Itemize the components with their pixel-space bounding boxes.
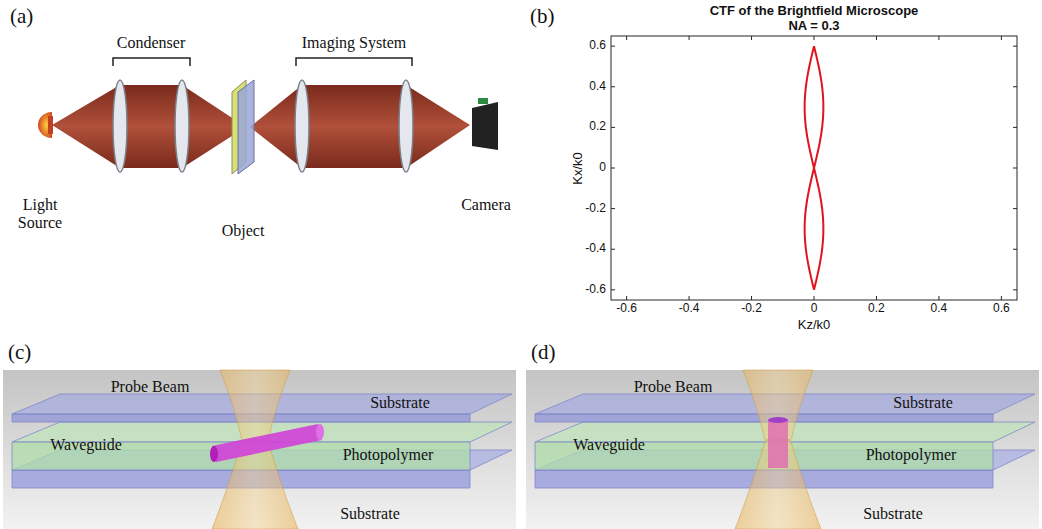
panel-letter: (c) <box>8 340 31 364</box>
optical-train <box>38 58 498 174</box>
plot-title: NA = 0.3 <box>788 19 839 34</box>
panel-letter: (d) <box>531 340 556 364</box>
waveguide-end <box>316 424 324 440</box>
tick-label: -0.2 <box>741 302 762 316</box>
tick-label: -0.6 <box>616 302 637 316</box>
lens <box>399 80 413 172</box>
tick-mark <box>611 127 1017 128</box>
tick-mark <box>1001 36 1002 300</box>
part-name: Waveguide <box>50 436 122 454</box>
waveguide-body <box>212 424 322 462</box>
part-name: Substrate <box>370 394 430 412</box>
lens <box>295 80 309 172</box>
ctf-curve <box>805 168 824 290</box>
lens <box>113 80 127 172</box>
tick-label: -0.4 <box>679 302 700 316</box>
condenser-beam <box>120 85 182 168</box>
tick-label: 0.4 <box>589 80 606 94</box>
tick-label: 0 <box>599 161 606 175</box>
part-name: Substrate <box>340 505 400 523</box>
part-name: Substrate <box>893 394 953 412</box>
tick-mark <box>611 249 1017 250</box>
imaging-beam <box>302 85 406 168</box>
bracket <box>296 58 412 66</box>
waveguide-end <box>768 417 788 423</box>
plot-title: CTF of the Brightfield Microscope <box>710 4 919 19</box>
waveguide-panel <box>3 370 516 529</box>
tick-label: -0.2 <box>585 202 606 216</box>
object-slab <box>238 80 254 174</box>
tick-label: 0.6 <box>589 39 606 53</box>
part-name: Imaging System <box>302 34 406 52</box>
waveguide-end <box>210 446 218 462</box>
camera-led <box>478 98 488 104</box>
light-source-base <box>48 116 53 134</box>
tick-label: 0 <box>811 302 818 316</box>
part-name: Object <box>222 222 265 240</box>
part-name: Condenser <box>117 34 185 52</box>
panel-ground <box>526 370 1039 529</box>
tick-label: 0.6 <box>993 302 1010 316</box>
axis-label: Kx/k0 <box>571 152 586 185</box>
part-name: Photopolymer <box>343 446 434 464</box>
part-name: Probe Beam <box>634 378 713 396</box>
axis-label: Kz/k0 <box>798 318 831 333</box>
panel-letter: (a) <box>10 4 33 28</box>
tick-mark <box>876 36 877 300</box>
tick-mark <box>611 86 1017 87</box>
panel-letter: (b) <box>530 4 555 28</box>
waveguide-body <box>768 420 788 468</box>
tick-label: -0.6 <box>585 283 606 297</box>
tick-label: 0.4 <box>931 302 948 316</box>
panel-ground <box>3 370 516 529</box>
ctf-plot <box>611 36 1017 300</box>
tick-mark <box>689 36 690 300</box>
ctf-curve <box>805 46 824 168</box>
part-name: Waveguide <box>573 436 645 454</box>
camera-body <box>472 102 498 150</box>
collection-cone <box>250 85 302 168</box>
waveguide-illustrations <box>3 370 1039 529</box>
tick-mark <box>938 36 939 300</box>
tick-label: 0.2 <box>589 120 606 134</box>
tick-mark <box>751 36 752 300</box>
bracket <box>113 58 190 66</box>
part-name: Light Source <box>10 196 70 233</box>
imaging-cone <box>406 85 470 168</box>
part-name: Camera <box>461 196 511 214</box>
part-name: Photopolymer <box>866 446 957 464</box>
part-name: Probe Beam <box>111 378 190 396</box>
tick-mark <box>611 208 1017 209</box>
axes-box <box>611 36 1017 300</box>
tick-mark <box>626 36 627 300</box>
probe-beam <box>735 370 821 529</box>
light-source <box>38 112 52 138</box>
tick-label: 0.2 <box>868 302 885 316</box>
light-cone <box>52 85 120 168</box>
part-name: Substrate <box>863 505 923 523</box>
tick-label: -0.4 <box>585 242 606 256</box>
lens <box>175 80 189 172</box>
waveguide-panel <box>526 370 1039 529</box>
